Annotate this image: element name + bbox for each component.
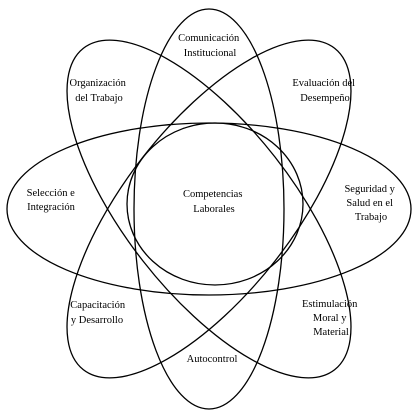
petal-label-comunicacion: Comunicación Institucional bbox=[178, 33, 242, 59]
petal-label-line: Moral y bbox=[313, 313, 347, 324]
petal-label-seleccion: Selección e Integración bbox=[27, 188, 78, 213]
petal-label-line: Evaluación del bbox=[292, 78, 355, 89]
petal-label-line: Institucional bbox=[184, 48, 237, 59]
center-circle bbox=[126, 122, 304, 286]
center-label-line: Competencias bbox=[183, 189, 242, 200]
petal-label-line: del Trabajo bbox=[75, 93, 123, 104]
petal-label-line: Salud en el bbox=[346, 198, 393, 209]
center-label: Competencias Laborales bbox=[183, 189, 245, 215]
petal-label-capacitacion: Capacitación y Desarrollo bbox=[70, 300, 127, 326]
petal-label-line: Capacitación bbox=[70, 300, 126, 311]
petal-label-seguridad: Seguridad y Salud en el Trabajo bbox=[344, 184, 397, 223]
petal-label-line: Seguridad y bbox=[344, 184, 395, 195]
petal-label-line: Trabajo bbox=[355, 212, 387, 223]
center-label-line: Laborales bbox=[193, 204, 234, 215]
petal-label-organizacion: Organización del Trabajo bbox=[70, 78, 129, 104]
ellipse-vertical bbox=[133, 8, 285, 410]
petal-label-line: Desempeño bbox=[300, 93, 350, 104]
petal-label-line: Comunicación bbox=[178, 33, 240, 44]
petal-label-line: Material bbox=[313, 327, 349, 338]
petal-label-line: Autocontrol bbox=[187, 354, 238, 365]
ellipse-diagonal-left bbox=[66, 39, 352, 379]
petal-label-evaluacion: Evaluación del Desempeño bbox=[292, 78, 357, 104]
petal-label-estimulacion: Estimulación Moral y Material bbox=[302, 299, 360, 338]
petal-label-line: Organización bbox=[70, 78, 127, 89]
petal-label-line: Selección e bbox=[27, 188, 75, 199]
petal-label-line: Integración bbox=[27, 202, 76, 213]
petal-label-line: y Desarrollo bbox=[71, 315, 123, 326]
petal-label-autocontrol: Autocontrol bbox=[187, 354, 238, 365]
petal-label-line: Estimulación bbox=[302, 299, 358, 310]
